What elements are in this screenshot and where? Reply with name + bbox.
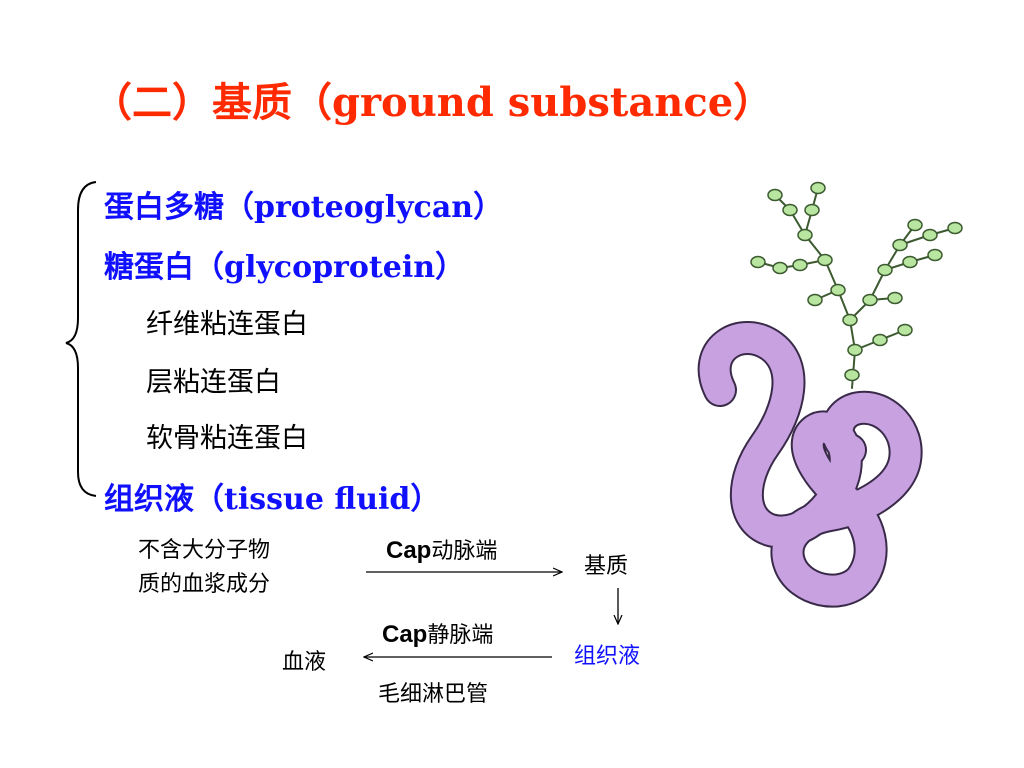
sugar-bead-icon: [844, 368, 860, 382]
sugar-bead-icon: [947, 221, 963, 235]
subitem-fibronectin: 纤维粘连蛋白: [146, 309, 308, 340]
sugar-bead-icon: [750, 255, 766, 269]
subitem-laminin: 层粘连蛋白: [146, 367, 281, 398]
sugar-bead-icon: [902, 255, 918, 269]
left-brace-icon: [65, 181, 97, 497]
sugar-bead-icon: [877, 263, 893, 277]
flow-arrow1-label: Cap动脉端: [386, 537, 498, 564]
sugar-bead-icon: [887, 291, 903, 305]
flow-lymph-capillary: 毛细淋巴管: [378, 682, 489, 707]
title-en: ground substance: [332, 79, 734, 126]
title-zh: （二）基质（: [92, 79, 332, 126]
flow-source-line1: 不含大分子物: [138, 538, 271, 563]
subitem-chondronectin: 软骨粘连蛋白: [146, 423, 308, 454]
sugar-bead-icon: [907, 218, 923, 232]
sugar-bead-icon: [767, 188, 783, 202]
sugar-bead-icon: [862, 293, 878, 307]
sugar-bead-icon: [810, 181, 826, 195]
sugar-bead-icon: [792, 258, 808, 272]
flow-arrows: [0, 0, 700, 720]
item-glycoprotein: 糖蛋白（glycoprotein）: [104, 250, 466, 285]
sugar-bead-icon: [797, 228, 813, 242]
sugar-bead-icon: [892, 238, 908, 252]
flow-source: 不含大分子物 质的血浆成分: [138, 534, 270, 602]
flow-arrow2-label: Cap静脉端: [382, 621, 494, 648]
sugar-bead-icon: [847, 343, 863, 357]
sugar-bead-icon: [782, 203, 798, 217]
sugar-bead-icon: [772, 261, 788, 275]
item-tissue-fluid: 组织液（tissue fluid）: [104, 482, 441, 517]
sugar-bead-icon: [927, 248, 943, 262]
flow-target-ground-substance: 基质: [584, 554, 629, 579]
flow-blood: 血液: [282, 650, 327, 675]
page-title: （二）基质（ground substance）: [92, 70, 773, 128]
item-proteoglycan: 蛋白多糖（proteoglycan）: [104, 190, 504, 225]
sugar-bead-icon: [817, 253, 833, 267]
sugar-bead-icon: [807, 293, 823, 307]
sugar-bead-icon: [922, 228, 938, 242]
title-close: ）: [733, 79, 774, 126]
flow-source-line2: 质的血浆成分: [138, 572, 271, 597]
sugar-bead-icon: [872, 333, 888, 347]
flow-target-tissue-fluid: 组织液: [574, 644, 641, 669]
sugar-bead-icon: [842, 313, 858, 327]
sugar-bead-icon: [804, 203, 820, 217]
sugar-bead-icon: [897, 323, 913, 337]
sugar-bead-icon: [830, 283, 846, 297]
